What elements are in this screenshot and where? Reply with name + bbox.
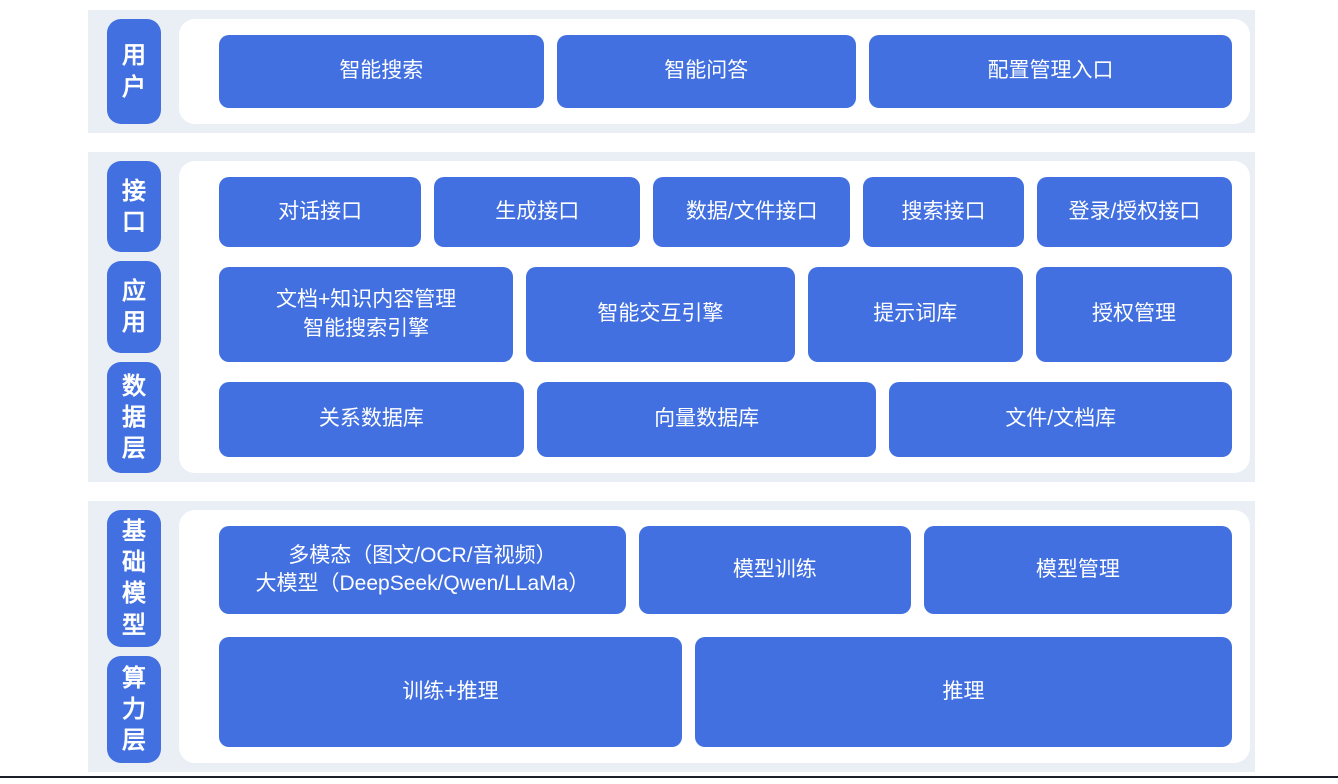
node-search-api: 搜索接口	[863, 177, 1024, 247]
user-layer-panel: 智能搜索 智能问答 配置管理入口	[179, 19, 1250, 124]
node-doc-knowledge-search-engine: 文档+知识内容管理 智能搜索引擎	[219, 267, 514, 362]
foundation-model-row: 多模态（图文/OCR/音视频） 大模型（DeepSeek/Qwen/LLaMa）…	[219, 526, 1232, 614]
node-training-inference: 训练+推理	[219, 637, 682, 747]
node-relational-db: 关系数据库	[219, 382, 524, 457]
application-row: 文档+知识内容管理 智能搜索引擎 智能交互引擎 提示词库 授权管理	[219, 267, 1232, 362]
node-smart-search: 智能搜索	[219, 35, 544, 108]
node-interaction-engine: 智能交互引擎	[526, 267, 795, 362]
node-dialog-api: 对话接口	[219, 177, 422, 247]
node-generation-api: 生成接口	[434, 177, 641, 247]
node-multimodal-llm: 多模态（图文/OCR/音视频） 大模型（DeepSeek/Qwen/LLaMa）	[219, 526, 626, 614]
compute-row: 训练+推理 推理	[219, 637, 1232, 747]
node-file-doc-store: 文件/文档库	[889, 382, 1232, 457]
node-vector-db: 向量数据库	[536, 382, 877, 457]
node-data-file-api: 数据/文件接口	[653, 177, 851, 247]
band-interface-app-data: 接口 应用 数据层 对话接口 生成接口 数据/文件接口 搜索接口 登录/授权接口…	[88, 152, 1255, 482]
interface-app-data-tags: 接口 应用 数据层	[107, 161, 161, 474]
layer-label-application: 应用	[107, 261, 161, 353]
node-auth-management: 授权管理	[1035, 267, 1232, 362]
layer-label-compute: 算力层	[107, 655, 161, 763]
interface-app-data-panel: 对话接口 生成接口 数据/文件接口 搜索接口 登录/授权接口 文档+知识内容管理…	[179, 161, 1250, 473]
layer-label-data: 数据层	[107, 361, 161, 474]
foundation-compute-tags: 基础模型 算力层	[107, 510, 161, 763]
node-smart-qa: 智能问答	[556, 35, 856, 108]
node-prompt-library: 提示词库	[807, 267, 1023, 362]
band-user-layer: 用户 智能搜索 智能问答 配置管理入口	[88, 10, 1255, 133]
node-inference: 推理	[695, 637, 1232, 747]
node-model-training: 模型训练	[638, 526, 911, 614]
data-row: 关系数据库 向量数据库 文件/文档库	[219, 382, 1232, 457]
node-model-management: 模型管理	[923, 526, 1232, 614]
user-layer-tags: 用户	[107, 19, 161, 124]
layer-stack: 用户 智能搜索 智能问答 配置管理入口 接口 应用 数据层 对话接口 生成接口	[88, 10, 1255, 772]
node-config-management-entry: 配置管理入口	[868, 35, 1232, 108]
foundation-compute-panel: 多模态（图文/OCR/音视频） 大模型（DeepSeek/Qwen/LLaMa）…	[179, 510, 1250, 763]
bottom-divider	[0, 776, 1338, 778]
interface-row: 对话接口 生成接口 数据/文件接口 搜索接口 登录/授权接口	[219, 177, 1232, 247]
node-login-auth-api: 登录/授权接口	[1036, 177, 1232, 247]
user-layer-row: 智能搜索 智能问答 配置管理入口	[219, 35, 1232, 108]
layer-label-interface: 接口	[107, 161, 161, 253]
band-foundation-compute: 基础模型 算力层 多模态（图文/OCR/音视频） 大模型（DeepSeek/Qw…	[88, 501, 1255, 772]
layer-label-foundation-model: 基础模型	[107, 510, 161, 647]
layer-label-user: 用户	[107, 19, 161, 124]
